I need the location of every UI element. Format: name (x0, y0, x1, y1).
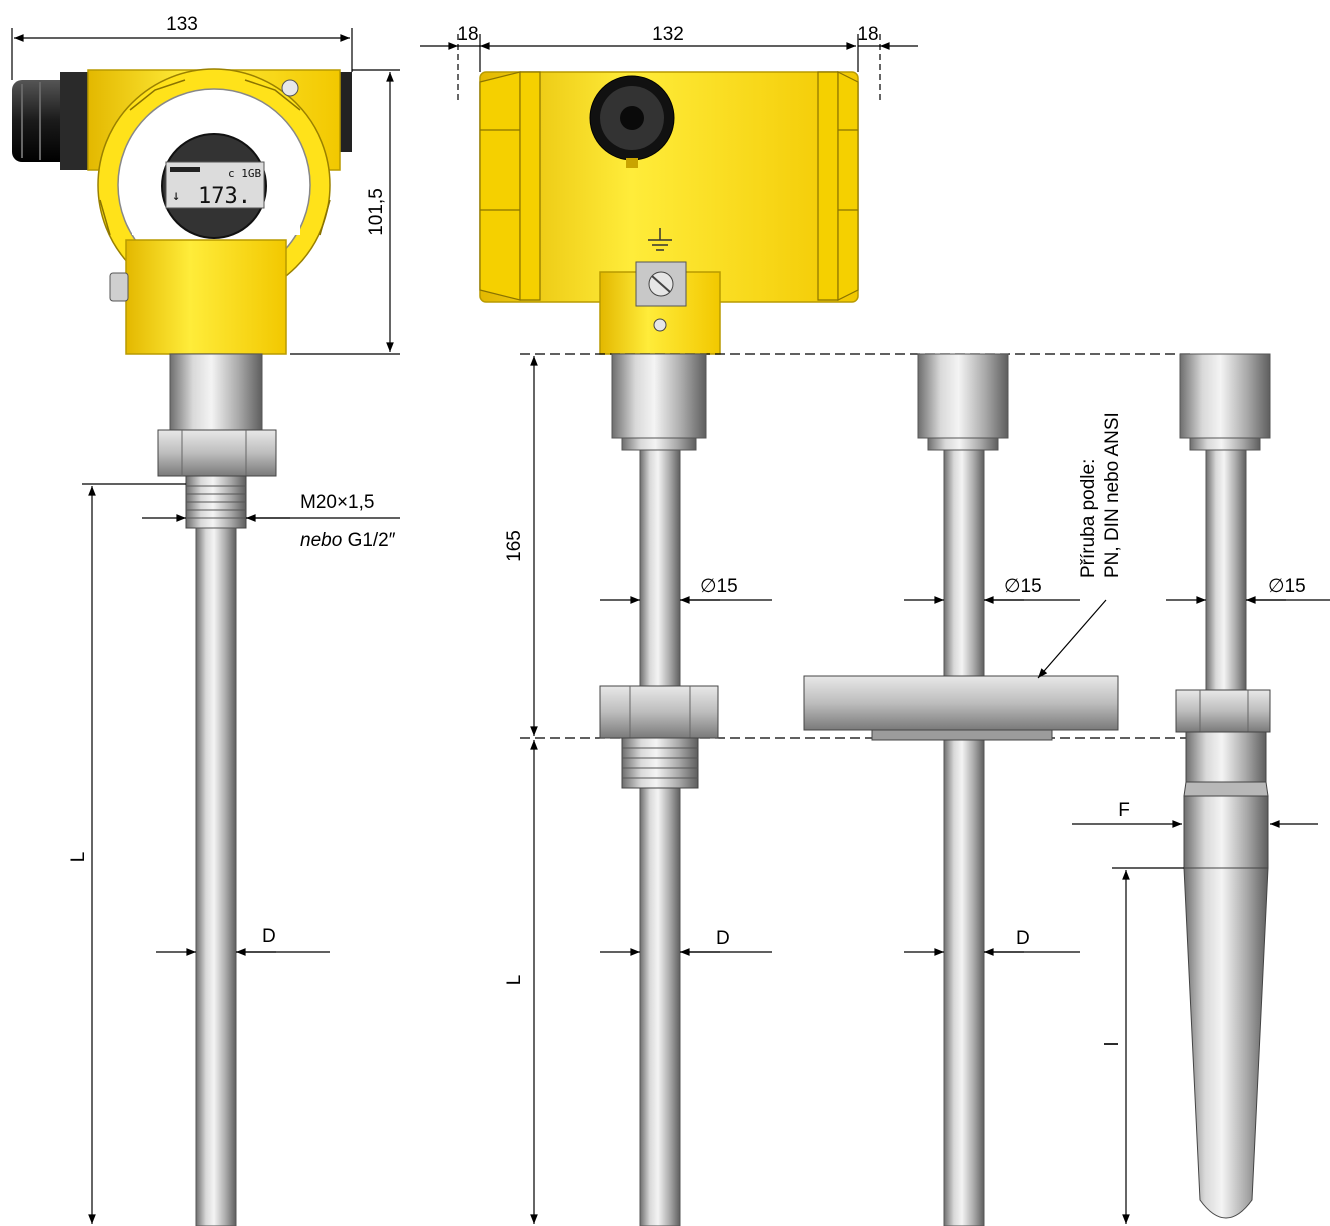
front-view: c 1GB 173. ↓ (12, 68, 352, 1226)
dim-neck-dia-v2: ∅15 (1004, 576, 1042, 597)
flange (803, 675, 1119, 731)
dim-neck-dia-v3: ∅15 (1268, 576, 1306, 597)
dim-taper-l: l (1102, 1042, 1123, 1046)
dim-neck-height: 165 (504, 530, 525, 562)
svg-text:↓: ↓ (172, 188, 180, 204)
side-view-housing (479, 71, 859, 355)
variant-threaded (599, 353, 719, 1226)
dim-front-width: 133 (166, 14, 198, 35)
sensor-tube (195, 527, 237, 1226)
housing-lower (125, 239, 287, 355)
ground-icon (648, 228, 672, 251)
dim-side-width: 132 (652, 24, 684, 45)
flange-label-1: Příruba podle: (1078, 459, 1099, 578)
dim-diameter-front: D (262, 926, 276, 947)
variant-flange-dims (904, 596, 1107, 956)
dim-neck-dia-v1: ∅15 (700, 576, 738, 597)
variant-tapered (1175, 353, 1271, 1219)
variant-threaded-dims (600, 596, 772, 956)
cover-screw-icon (281, 79, 299, 97)
flange-label-2: PN, DIN nebo ANSI (1102, 412, 1123, 578)
variant-flange (803, 353, 1119, 1226)
variant-tapered-dims (1072, 596, 1330, 1224)
lcd-reading: 173. (198, 184, 251, 209)
hex-nut (157, 429, 277, 477)
dim-front-height: 101,5 (366, 188, 387, 236)
dim-side-right: 18 (857, 24, 878, 45)
dim-side-left: 18 (457, 24, 478, 45)
cable-gland (12, 72, 90, 170)
dim-length-front: L (68, 852, 89, 863)
dim-length-v1: L (504, 975, 525, 986)
ground-screw-icon (109, 272, 129, 302)
dim-taper-F: F (1118, 800, 1130, 821)
dim-diameter-v1: D (716, 928, 730, 949)
side-plug (338, 72, 352, 152)
thread-label-1: M20×1,5 (300, 492, 374, 513)
lcd-small: c 1GB (228, 167, 261, 180)
dim-diameter-v2: D (1016, 928, 1030, 949)
front-dimensions (11, 28, 400, 1224)
thread-label-2: nebo G1/2″ (300, 530, 396, 551)
